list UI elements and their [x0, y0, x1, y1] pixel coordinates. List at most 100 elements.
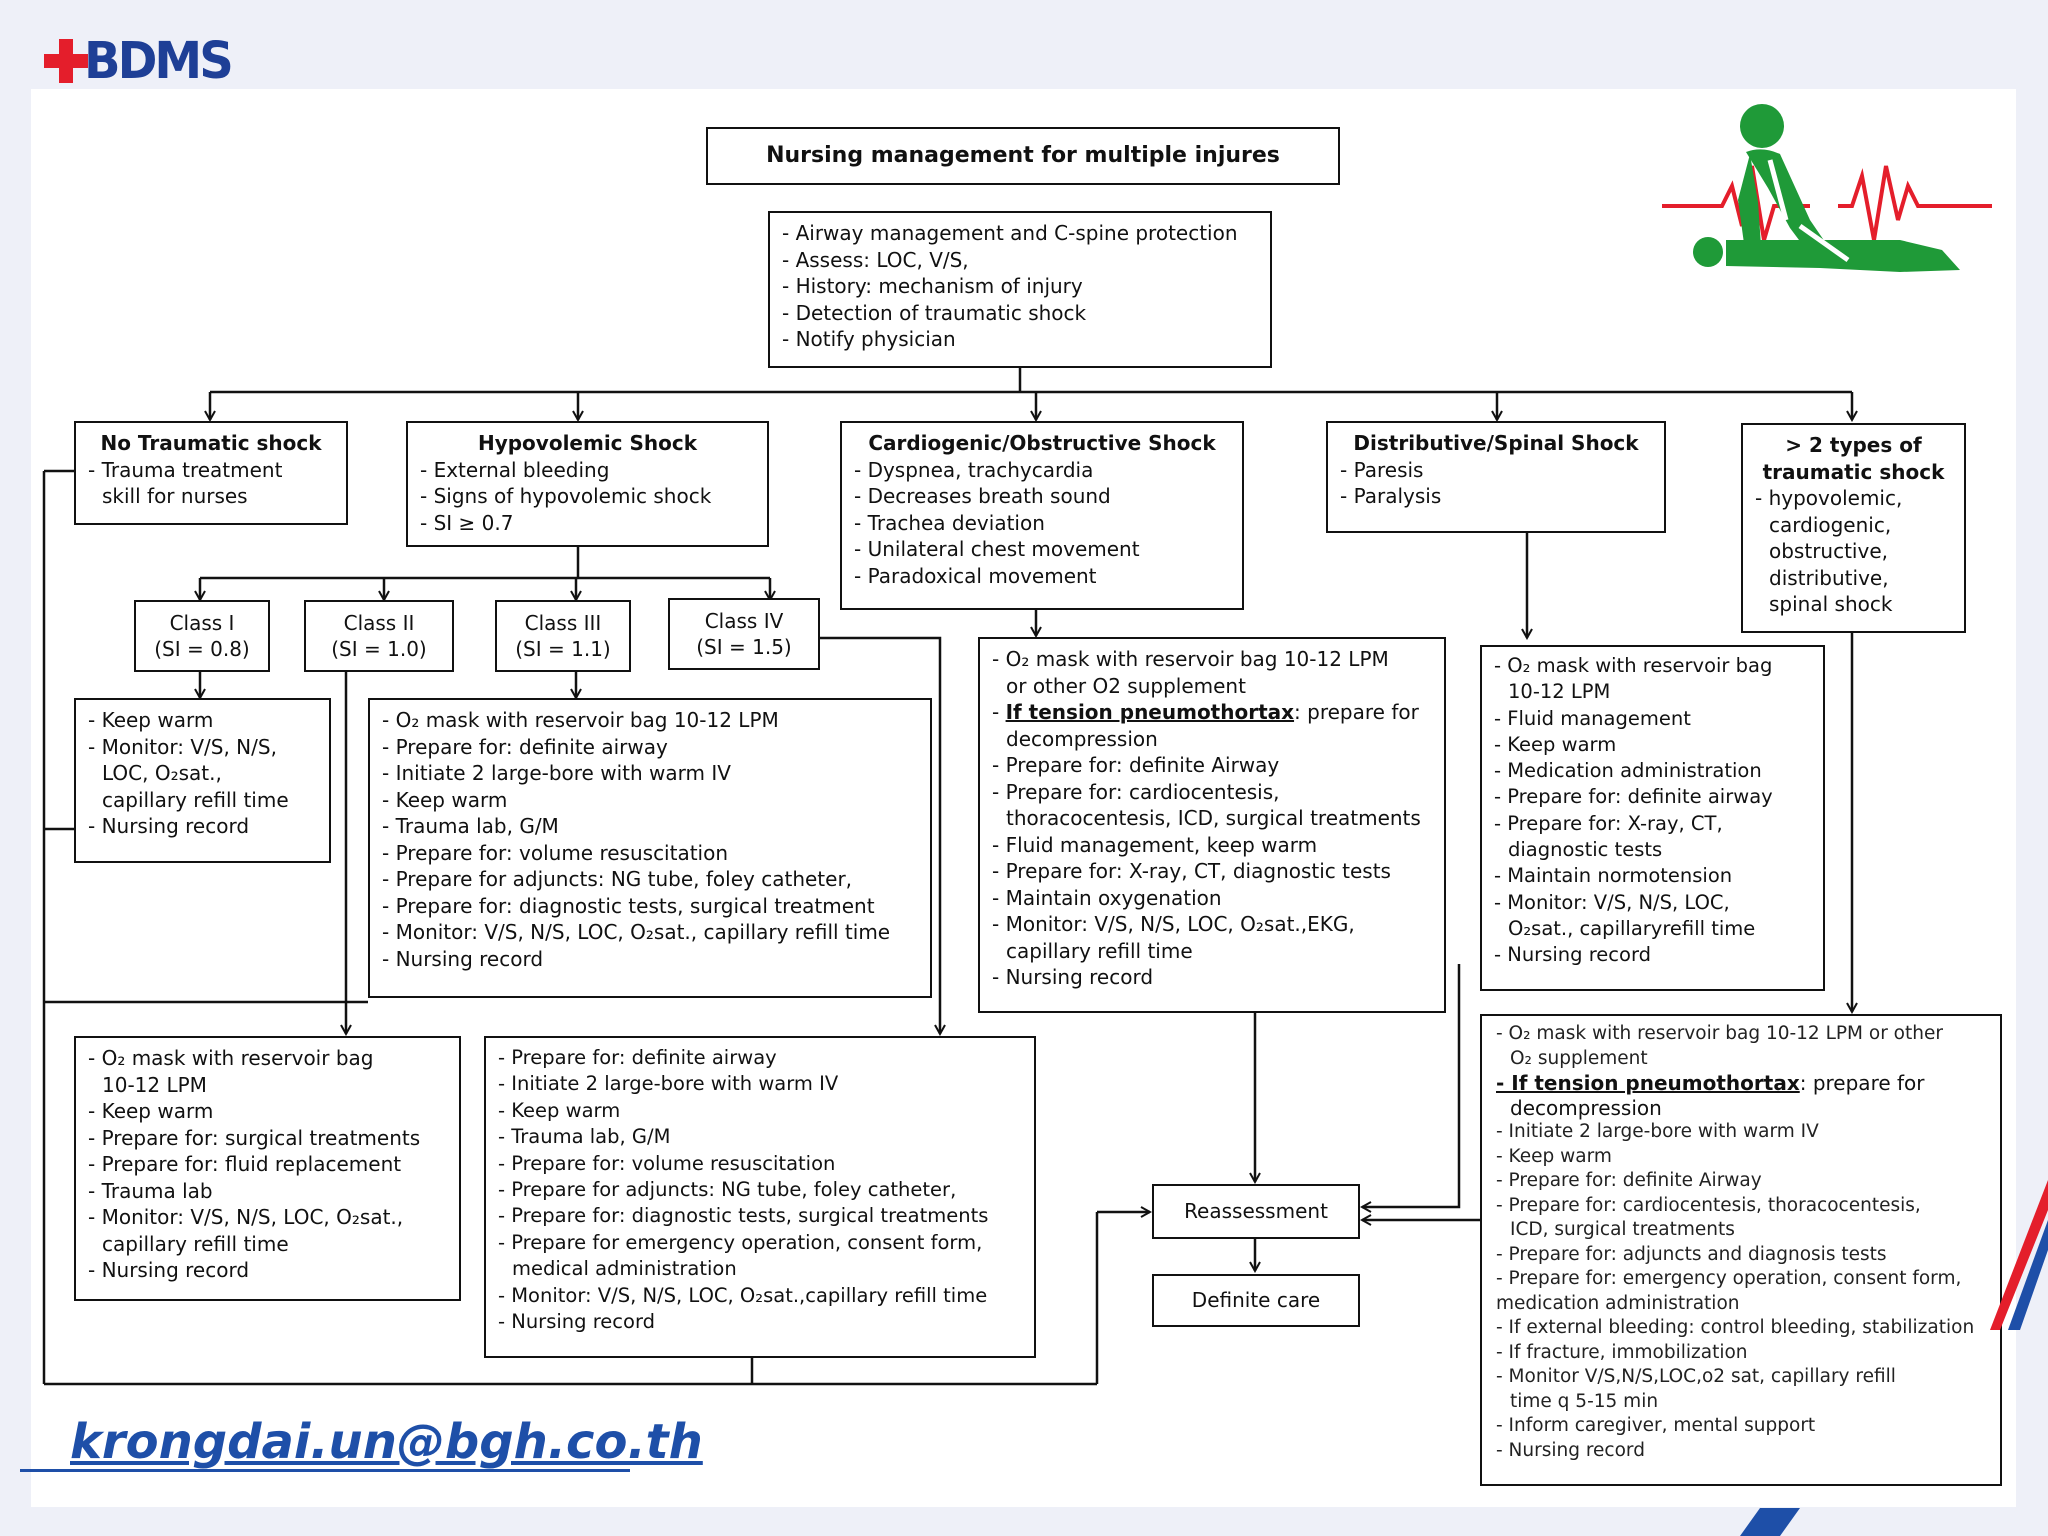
care-line: decompression: [1510, 1095, 1662, 1120]
care-line: - Keep warm: [1494, 732, 1617, 756]
care-line: - Fluid management: [1494, 706, 1691, 730]
care-line: - Prepare for: definite airway: [382, 734, 668, 759]
red-cross-icon: [44, 39, 88, 83]
care-line: 10-12 LPM: [102, 1072, 207, 1097]
care-line: - O₂ mask with reservoir bag 10-12 LPM: [992, 647, 1389, 671]
class-4-box: Class IV (SI = 1.5): [668, 598, 820, 670]
logo-text: BDMS: [84, 31, 234, 91]
care-line-rest: : prepare for: [1799, 1071, 1925, 1095]
tension-pneumothorax-label: - If tension pneumothortax: [1496, 1071, 1800, 1095]
distributive-shock-box: Distributive/Spinal Shock - Paresis - Pa…: [1326, 421, 1666, 533]
box-line: - Decreases breath sound: [854, 484, 1111, 508]
box-line: - Signs of hypovolemic shock: [420, 484, 712, 508]
box-line: obstructive,: [1769, 539, 1888, 563]
care-line: 10-12 LPM: [1508, 680, 1611, 704]
care-line: ICD, surgical treatments: [1510, 1219, 1735, 1240]
corner-stripe-decoration: [1740, 1508, 1800, 1536]
hypovolemic-shock-box: Hypovolemic Shock - External bleeding - …: [406, 421, 769, 547]
cardiogenic-care-box: - O₂ mask with reservoir bag 10-12 LPM o…: [978, 637, 1446, 1013]
box-line: cardiogenic,: [1769, 512, 1892, 537]
bdms-logo: BDMS: [44, 31, 234, 91]
care-line: - If tension pneumothortax: prepare for: [992, 700, 1419, 724]
care-line: - Nursing record: [498, 1310, 655, 1334]
care-line: - Nursing record: [1496, 1439, 1645, 1461]
initial-assessment-box: - Airway management and C-spine protecti…: [768, 211, 1272, 368]
care-line: - Prepare for: definite Airway: [1496, 1170, 1762, 1191]
care-line: - Prepare for: diagnostic tests, surgica…: [382, 893, 875, 918]
care-line: - Trauma lab, G/M: [498, 1125, 671, 1149]
corner-stripe-decoration: [1990, 1180, 2048, 1330]
care-line: - Nursing record: [992, 965, 1154, 989]
care-line: - Nursing record: [382, 946, 544, 971]
box-line: spinal shock: [1769, 592, 1893, 616]
care-line: - Prepare for adjuncts: NG tube, foley c…: [382, 867, 853, 891]
care-line: - O₂ mask with reservoir bag: [1494, 654, 1773, 677]
care-line: - If fracture, immobilization: [1496, 1341, 1748, 1363]
class-4-care-box: - Prepare for: definite airway - Initiat…: [484, 1036, 1036, 1358]
care-line: - Initiate 2 large-bore with warm IV: [1496, 1121, 1819, 1142]
initial-line: - Assess: LOC, V/S,: [782, 247, 969, 272]
class-1-box: Class I (SI = 0.8): [134, 600, 270, 672]
box-title: No Traumatic shock: [100, 431, 322, 455]
care-line: - Prepare for: surgical treatments: [88, 1125, 421, 1150]
care-line: - Prepare for: volume resuscitation: [382, 840, 729, 865]
box-line: - Paralysis: [1340, 484, 1442, 508]
multiple-shock-box: > 2 types of traumatic shock - hypovolem…: [1741, 423, 1966, 633]
care-line: - Prepare for: X-ray, CT,: [1494, 811, 1723, 835]
definite-care-label: Definite care: [1191, 1288, 1321, 1313]
care-line: - Trauma lab, G/M: [382, 814, 559, 838]
care-line: - Prepare for: adjuncts and diagnosis te…: [1496, 1243, 1887, 1265]
box-line: - Paresis: [1340, 457, 1424, 482]
chart-title: Nursing management for multiple injures: [766, 142, 1280, 168]
box-line: distributive,: [1769, 565, 1889, 590]
definite-care-box: Definite care: [1152, 1274, 1360, 1327]
cpr-heartbeat-icon: [1662, 104, 1992, 272]
care-line: - Prepare for emergency operation, conse…: [498, 1230, 983, 1254]
tension-pneumothorax-label: If tension pneumothortax: [1005, 700, 1295, 724]
care-line: O₂sat., capillaryrefill time: [1508, 916, 1756, 940]
no-traumatic-shock-box: No Traumatic shock - Trauma treatment sk…: [74, 421, 348, 525]
care-line: - If external bleeding: control bleeding…: [1496, 1317, 1975, 1338]
box-line: - Paradoxical movement: [854, 563, 1097, 588]
box-line: - SI ≥ 0.7: [420, 510, 514, 535]
initial-line: - Airway management and C-spine protecti…: [782, 221, 1238, 245]
care-line: - If tension pneumothortax: prepare for: [1496, 1071, 1986, 1096]
care-line: - Prepare for: definite Airway: [992, 753, 1280, 777]
care-line: - Prepare for adjuncts: NG tube, foley c…: [498, 1178, 957, 1202]
care-line: - Monitor V/S,N/S,LOC,o2 sat, capillary …: [1496, 1366, 1896, 1387]
initial-line: - Detection of traumatic shock: [782, 300, 1087, 325]
care-line: diagnostic tests: [1508, 838, 1663, 862]
box-line: - Trachea deviation: [854, 510, 1045, 535]
care-line: - Maintain oxygenation: [992, 885, 1222, 910]
box-line: - hypovolemic,: [1755, 486, 1903, 510]
care-line: - Keep warm: [1496, 1145, 1612, 1167]
box-line: - Unilateral chest movement: [854, 537, 1140, 561]
class-si: (SI = 1.5): [696, 635, 792, 659]
care-line: - O₂ mask with reservoir bag: [88, 1046, 374, 1070]
care-line: - Prepare for: cardiocentesis, thoracoce…: [1496, 1194, 1921, 1216]
care-line: - Prepare for: definite airway: [498, 1046, 777, 1069]
care-line: - Prepare for: definite airway: [1494, 785, 1773, 809]
contact-email-link[interactable]: krongdai.un@bgh.co.th: [70, 1414, 703, 1470]
box-line: - Trauma treatment: [88, 457, 283, 482]
care-line-rest: : prepare for: [1294, 700, 1419, 724]
reassessment-label: Reassessment: [1184, 1199, 1328, 1224]
care-line: - Prepare for: volume resuscitation: [498, 1151, 836, 1175]
care-line: - Keep warm: [498, 1098, 621, 1122]
care-line: capillary refill time: [102, 1231, 289, 1256]
class-2-care-box: - O₂ mask with reservoir bag 10-12 LPM -…: [74, 1036, 461, 1301]
initial-line: - Notify physician: [782, 327, 956, 351]
care-line: - Nursing record: [1494, 943, 1651, 967]
care-line: medical administration: [512, 1257, 737, 1281]
class-name: Class II: [343, 610, 415, 635]
care-line: capillary refill time: [102, 787, 289, 812]
care-line: - Keep warm: [88, 1099, 214, 1123]
care-line: - Prepare for: emergency operation, cons…: [1496, 1268, 1962, 1289]
box-title: traumatic shock: [1762, 459, 1945, 484]
class-si: (SI = 1.0): [331, 637, 427, 661]
care-line: capillary refill time: [1006, 938, 1193, 963]
care-line: - Prepare for: X-ray, CT, diagnostic tes…: [992, 859, 1391, 883]
care-line: time q 5-15 min: [1510, 1390, 1659, 1412]
care-line: - Trauma lab: [88, 1178, 213, 1203]
